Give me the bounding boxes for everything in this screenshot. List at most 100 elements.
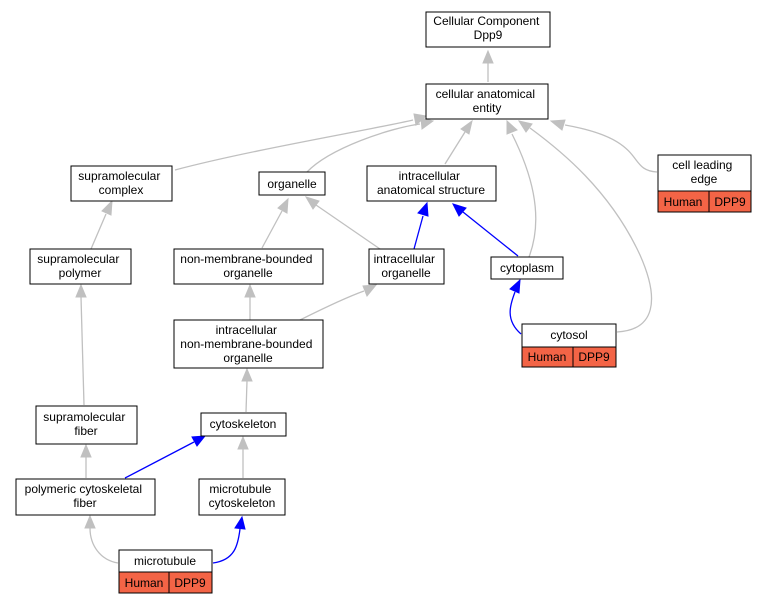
node-cellular-component-dpp9[interactable]: Cellular Component Dpp9 bbox=[425, 11, 551, 48]
node-intracellular-non-membrane-bounded-organelle[interactable]: intracellular non-membrane-bounded organ… bbox=[173, 319, 324, 369]
node-label-line: intracellular bbox=[374, 252, 435, 266]
node-label-line: Dpp9 bbox=[474, 28, 503, 42]
arrowhead bbox=[244, 283, 256, 298]
arrowhead bbox=[101, 199, 113, 216]
node-label-line: non-membrane-bounded bbox=[180, 252, 312, 266]
arrowhead bbox=[506, 119, 518, 135]
arrowhead bbox=[237, 435, 249, 450]
arrowhead bbox=[234, 515, 246, 530]
edge-microtubule-mtcyto bbox=[212, 528, 241, 564]
node-label-line: supramolecular bbox=[78, 169, 160, 183]
edge-organelle-cae bbox=[306, 123, 421, 173]
species-tag: Human bbox=[664, 195, 703, 209]
svg-text:polymeric cytoskeletal: polymeric cytoskeletal fiber bbox=[25, 482, 146, 510]
svg-text:non-membrane-bounded o: non-membrane-bounded organelle bbox=[180, 252, 315, 280]
svg-text:cytosol: cytosol bbox=[550, 328, 587, 342]
node-label-line: organelle bbox=[267, 177, 317, 191]
svg-text:supramolecular fiber: supramolecular fiber bbox=[43, 410, 128, 438]
node-label-line: intracellular bbox=[216, 323, 277, 337]
node-label-line: organelle bbox=[223, 266, 273, 280]
node-label-line: cytoskeleton bbox=[210, 417, 277, 431]
node-label-line: polymeric cytoskeletal bbox=[25, 482, 142, 496]
arrowhead bbox=[509, 278, 521, 294]
edge-cytoplasm-ias bbox=[462, 211, 519, 257]
node-label-line: cytoplasm bbox=[500, 261, 554, 275]
node-label-line: microtubule bbox=[134, 554, 196, 568]
arrowhead bbox=[417, 201, 429, 217]
node-label-line: supramolecular bbox=[37, 252, 119, 266]
node-supramolecular-fiber[interactable]: supramolecular fiber bbox=[35, 405, 138, 445]
edge-cytoskeleton-inmbo bbox=[245, 380, 248, 413]
arrowhead bbox=[362, 284, 378, 297]
edge-microtubule-pcf bbox=[89, 527, 119, 564]
node-cell-leading-edge[interactable]: cell leading edge Human DPP9 bbox=[657, 154, 752, 213]
edge-cytosol-cytoplasm bbox=[509, 291, 522, 335]
svg-text:organelle: organelle bbox=[267, 177, 317, 191]
node-cytoplasm[interactable]: cytoplasm bbox=[490, 256, 564, 280]
node-label-line: cellular anatomical bbox=[436, 87, 535, 101]
species-tag: Human bbox=[125, 576, 164, 590]
svg-text:supramolecular polymer: supramolecular polymer bbox=[37, 252, 122, 280]
node-label-line: complex bbox=[99, 183, 144, 197]
node-label-line: polymer bbox=[59, 266, 102, 280]
node-label-line: organelle bbox=[381, 266, 431, 280]
arrowhead bbox=[460, 119, 473, 135]
arrowhead bbox=[191, 435, 207, 447]
node-cytosol[interactable]: cytosol Human DPP9 bbox=[521, 323, 617, 368]
node-organelle[interactable]: organelle bbox=[258, 171, 326, 196]
node-cytoskeleton[interactable]: cytoskeleton bbox=[200, 412, 287, 437]
node-microtubule[interactable]: microtubule Human DPP9 bbox=[118, 549, 213, 594]
edge-suppolymer-supcomplex bbox=[90, 213, 107, 250]
nodes: Cellular Component Dpp9 cellular anatomi… bbox=[15, 11, 752, 594]
node-label-line: entity bbox=[473, 101, 502, 115]
edge-intorg-organelle bbox=[315, 204, 381, 250]
gene-tag: DPP9 bbox=[578, 350, 610, 364]
svg-text:intracellular organell: intracellular organelle bbox=[374, 252, 439, 280]
edge-ias-cae bbox=[444, 131, 466, 165]
arrowhead bbox=[75, 283, 87, 298]
node-label-line: cell leading bbox=[672, 158, 732, 172]
arrowhead bbox=[277, 197, 289, 214]
node-label-line: supramolecular bbox=[43, 410, 125, 424]
edge-supcomplex-cae bbox=[174, 119, 414, 171]
species-tag: Human bbox=[528, 350, 567, 364]
node-label-line: fiber bbox=[74, 424, 97, 438]
svg-text:intracellular non-memb: intracellular non-membrane-bounded organ… bbox=[180, 323, 315, 365]
node-label-line: cytoskeleton bbox=[209, 496, 276, 510]
arrowhead bbox=[517, 120, 533, 133]
node-non-membrane-bounded-organelle[interactable]: non-membrane-bounded organelle bbox=[173, 248, 324, 285]
arrowhead bbox=[482, 49, 494, 64]
edge-nmbo-organelle bbox=[261, 210, 283, 249]
edges bbox=[75, 49, 658, 564]
svg-text:supramolecular complex: supramolecular complex bbox=[78, 169, 163, 197]
edge-intorg-ias bbox=[413, 215, 424, 250]
svg-text:microtubule cytoskelet: microtubule cytoskeleton bbox=[209, 482, 276, 510]
arrowhead bbox=[452, 203, 467, 217]
node-microtubule-cytoskeleton[interactable]: microtubule cytoskeleton bbox=[198, 478, 286, 516]
svg-text:cell leading edge: cell leading edge bbox=[672, 158, 735, 186]
node-cellular-anatomical-entity[interactable]: cellular anatomical entity bbox=[425, 83, 549, 120]
node-label-line: Cellular Component bbox=[433, 14, 540, 28]
node-intracellular-anatomical-structure[interactable]: intracellular anatomical structure bbox=[366, 165, 497, 202]
svg-text:cytoplasm: cytoplasm bbox=[500, 261, 554, 275]
node-label-line: microtubule bbox=[209, 482, 271, 496]
arrowhead bbox=[80, 443, 92, 458]
edge-cytoplasm-cae bbox=[511, 133, 537, 258]
svg-text:cellular anatomical en: cellular anatomical entity bbox=[436, 87, 539, 115]
edge-inmbo-intorg bbox=[299, 290, 365, 321]
node-label-line: non-membrane-bounded bbox=[180, 337, 312, 351]
edge-cytosol-cae bbox=[529, 127, 653, 333]
node-intracellular-organelle[interactable]: intracellular organelle bbox=[368, 248, 445, 285]
node-label-line: intracellular bbox=[399, 169, 460, 183]
node-supramolecular-complex[interactable]: supramolecular complex bbox=[70, 165, 173, 202]
arrowhead bbox=[241, 367, 253, 382]
arrowhead bbox=[84, 514, 96, 529]
node-polymeric-cytoskeletal-fiber[interactable]: polymeric cytoskeletal fiber bbox=[15, 478, 156, 516]
gene-tag: DPP9 bbox=[174, 576, 206, 590]
node-label-line: fiber bbox=[73, 496, 96, 510]
svg-text:intracellular anatomic: intracellular anatomical structure bbox=[377, 169, 485, 197]
svg-text:cytoskeleton: cytoskeleton bbox=[210, 417, 277, 431]
node-supramolecular-polymer[interactable]: supramolecular polymer bbox=[29, 248, 132, 285]
arrowhead bbox=[420, 117, 435, 130]
